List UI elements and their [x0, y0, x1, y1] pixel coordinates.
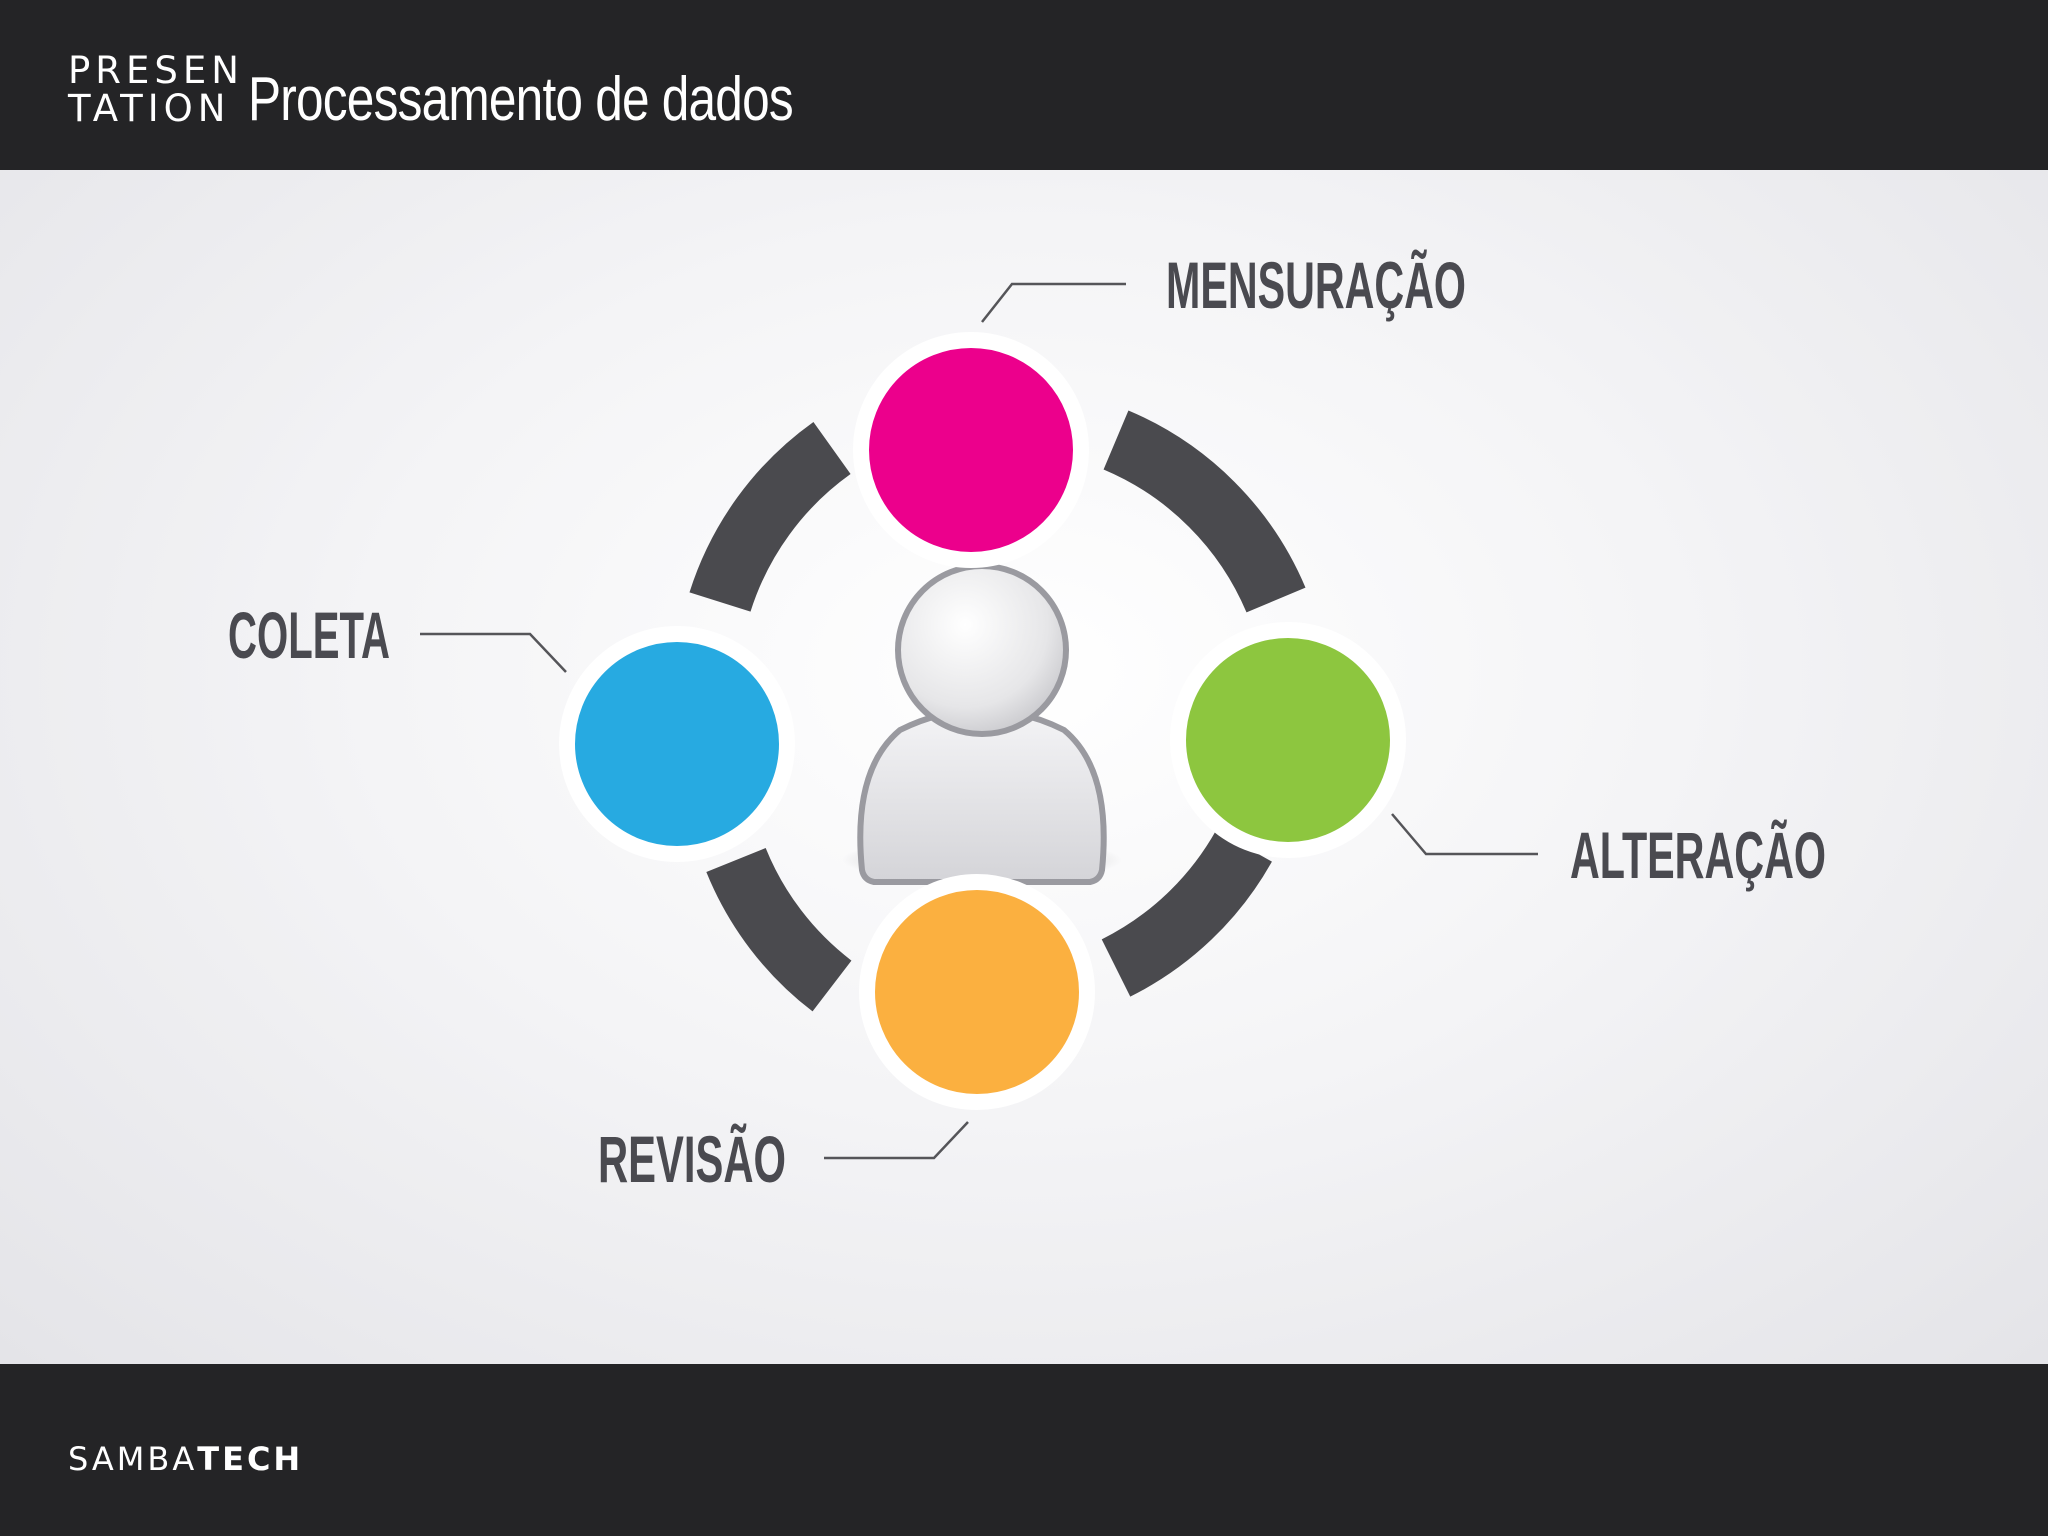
connector-mensuracao	[981, 282, 1126, 323]
stage-circle-mensuracao	[853, 332, 1089, 568]
connector-coleta	[420, 632, 567, 673]
brand-logo: SAMBATECH	[68, 1440, 303, 1478]
stage-circle-revisao	[859, 874, 1095, 1110]
stage-circle-coleta	[559, 626, 795, 862]
slide-content: MENSURAÇÃO ALTERAÇÃO REVISÃO COLETA	[0, 170, 2048, 1364]
connector-revisao	[824, 1121, 969, 1160]
connector-alteracao	[1391, 813, 1538, 856]
stage-label-revisao: REVISÃO	[598, 1122, 786, 1196]
cycle-ring	[689, 410, 1306, 1012]
stage-circle-alteracao	[1170, 622, 1406, 858]
stage-label-alteracao: ALTERAÇÃO	[1570, 818, 1826, 892]
header-bar: PRESEN TATION Processamento de dados	[0, 0, 2048, 170]
ring-arc-bottom-right	[1101, 829, 1272, 997]
stage-label-coleta: COLETA	[228, 598, 390, 672]
ring-arc-bottom-left	[706, 847, 852, 1012]
ring-arc-top-right	[1103, 410, 1306, 613]
user-icon	[842, 563, 1122, 885]
brand-name-part-2: TECH	[197, 1440, 304, 1478]
page-title: Processamento de dados	[248, 65, 794, 134]
logo-line-1: PRESEN	[68, 49, 244, 92]
stage-label-mensuracao: MENSURAÇÃO	[1166, 248, 1466, 322]
ring-arc-top-left	[689, 421, 852, 613]
logo-line-2: TATION	[68, 87, 231, 130]
cycle-diagram: MENSURAÇÃO ALTERAÇÃO REVISÃO COLETA	[228, 248, 1826, 1196]
brand-name-part-1: SAMBA	[68, 1440, 198, 1478]
footer-bar	[0, 1364, 2048, 1536]
presentation-logo: PRESEN TATION	[68, 49, 244, 130]
